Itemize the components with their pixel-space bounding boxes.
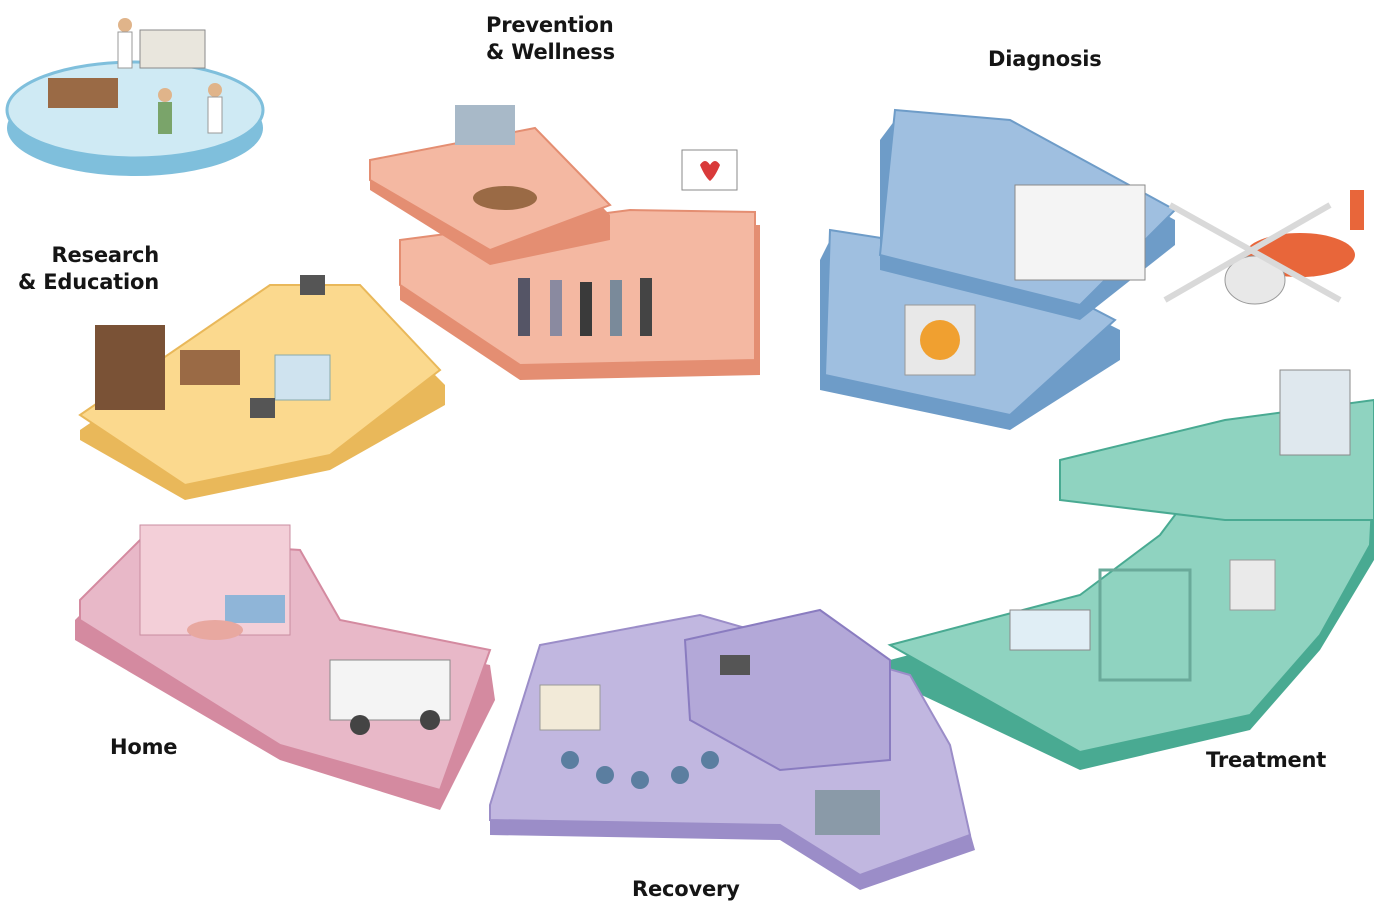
person [208, 83, 222, 97]
label-prevention-wellness: Prevention & Wellness [486, 13, 615, 64]
therapy-room [683, 608, 891, 772]
treadmill [815, 790, 880, 835]
operating-table [1009, 609, 1091, 651]
lab-bench [274, 354, 331, 401]
van [329, 659, 451, 735]
sofa [225, 595, 285, 623]
surgery-bed [1279, 369, 1351, 456]
research-lab-platform [5, 18, 265, 176]
rug [187, 620, 243, 640]
label-diagnosis: Diagnosis [988, 47, 1102, 71]
monitor [300, 275, 325, 295]
reception-desk [539, 684, 601, 731]
prevention-wellness-platform [369, 105, 760, 380]
label-recovery: Recovery [632, 877, 740, 901]
queue-of-people [518, 278, 652, 336]
ambulance [1014, 184, 1146, 281]
group-of-people [561, 751, 719, 789]
person [158, 88, 172, 102]
glass-wall [1098, 568, 1192, 682]
label-research-education: Research & Education [18, 243, 159, 294]
table [473, 186, 537, 210]
label-treatment: Treatment [1206, 748, 1327, 772]
bookshelf [95, 325, 165, 410]
monitor [720, 655, 750, 675]
recovery-platform [489, 608, 975, 890]
desk [180, 350, 240, 385]
machine [1229, 559, 1276, 611]
person [118, 18, 132, 32]
bed [139, 29, 206, 69]
treatment-platform [887, 369, 1374, 770]
label-home: Home [110, 735, 178, 759]
education-platform [78, 275, 445, 500]
diagnosis-platform [820, 108, 1364, 430]
home-platform [75, 524, 495, 810]
treadmill [455, 105, 515, 145]
monitor [250, 398, 275, 418]
heart-icon [700, 161, 720, 181]
desk [48, 78, 118, 108]
helicopter [1163, 190, 1364, 305]
